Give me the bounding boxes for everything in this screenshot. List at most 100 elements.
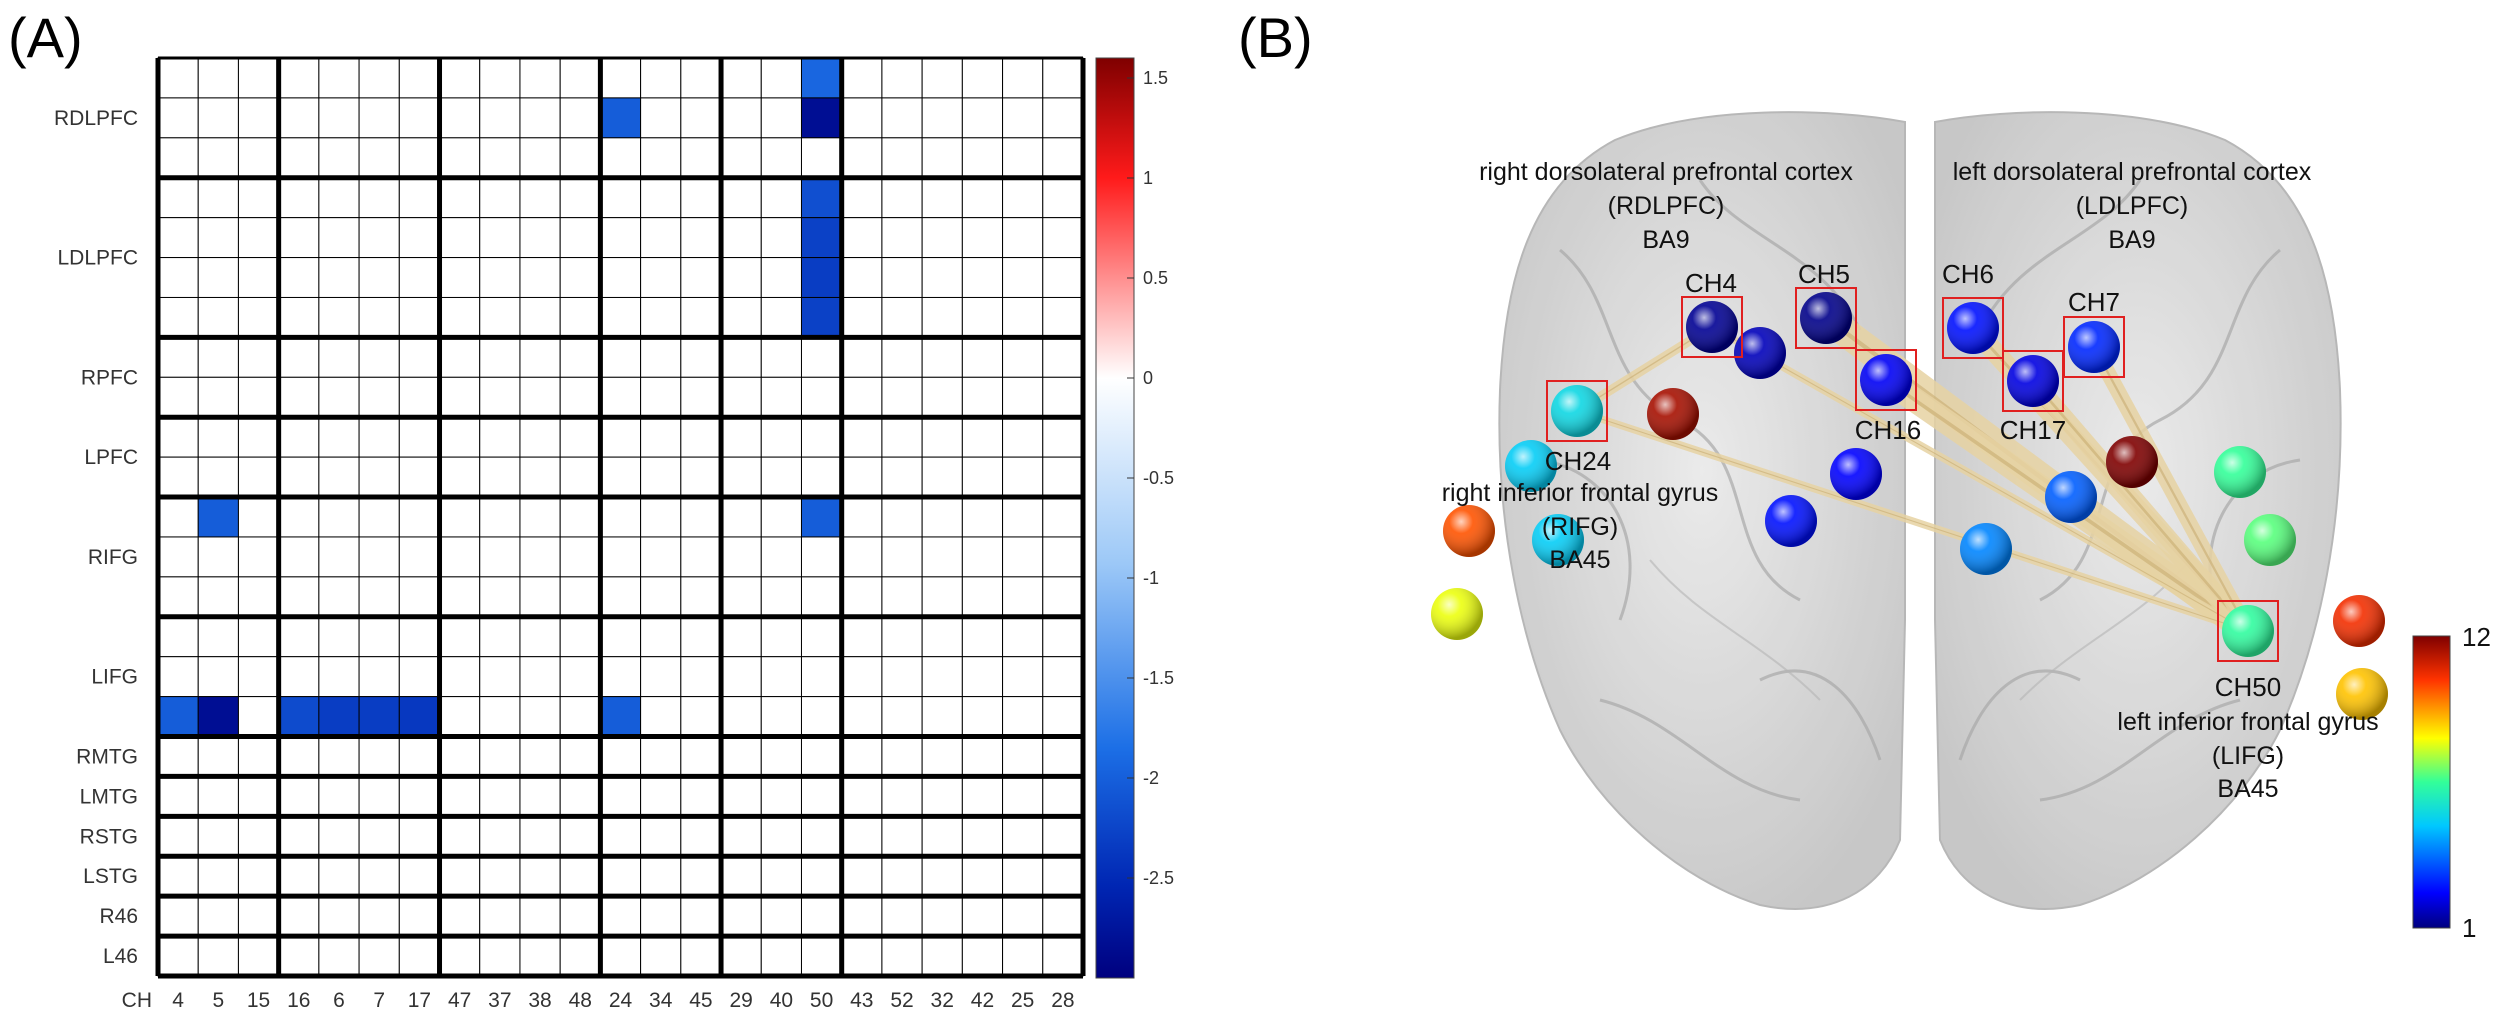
heatmap-cell bbox=[760, 456, 802, 498]
heatmap-cell bbox=[1042, 775, 1084, 817]
heatmap-cell bbox=[1002, 895, 1044, 937]
heatmap-cell bbox=[559, 696, 601, 738]
heatmap-cell bbox=[318, 496, 360, 538]
colorbar-b bbox=[2412, 635, 2451, 929]
heatmap-cell bbox=[519, 137, 561, 179]
edge-core bbox=[1711, 326, 2249, 632]
heatmap-cell bbox=[961, 97, 1004, 139]
row-group-label: LDLPFC bbox=[57, 247, 138, 270]
heatmap-cell bbox=[318, 456, 360, 498]
heatmap-cell bbox=[278, 775, 320, 817]
heatmap-cell bbox=[479, 97, 521, 139]
heatmap-cell bbox=[519, 736, 561, 777]
node-shading bbox=[1505, 440, 1557, 492]
heatmap-cell bbox=[237, 97, 280, 139]
heatmap-cell bbox=[1002, 177, 1044, 219]
heatmap-cell bbox=[197, 456, 239, 498]
heatmap-cell bbox=[237, 656, 280, 698]
svg-text:(LDLPFC): (LDLPFC) bbox=[2076, 192, 2189, 220]
heatmap-cell bbox=[358, 815, 400, 857]
heatmap-cell bbox=[680, 775, 722, 817]
heatmap-cell bbox=[800, 935, 843, 977]
heatmap-cell bbox=[680, 496, 722, 538]
heatmap-cell bbox=[1042, 177, 1084, 219]
heatmap-cell bbox=[1002, 736, 1044, 777]
heatmap-cell bbox=[398, 416, 441, 458]
heatmap-cell bbox=[519, 336, 561, 378]
heatmap-cell bbox=[479, 815, 521, 857]
heatmap-cell bbox=[559, 736, 601, 777]
heatmap-cell bbox=[640, 935, 682, 977]
heatmap-cell bbox=[398, 616, 441, 658]
heatmap-cell bbox=[1002, 137, 1044, 179]
row-group-label: RIFG bbox=[88, 546, 138, 569]
row-group-label: RDLPFC bbox=[54, 107, 138, 130]
heatmap-cell bbox=[921, 296, 963, 338]
heatmap-cell bbox=[439, 177, 481, 219]
heatmap-cell bbox=[318, 137, 360, 179]
heatmap-cell bbox=[1002, 616, 1044, 658]
heatmap-cell bbox=[439, 616, 481, 658]
heatmap-cell bbox=[237, 57, 280, 99]
heatmap-cell bbox=[157, 815, 199, 857]
heatmap-cell bbox=[640, 536, 682, 578]
heatmap-cell bbox=[599, 177, 642, 219]
heatmap-cell bbox=[841, 855, 883, 897]
heatmap-cell bbox=[720, 57, 762, 99]
heatmap-cell bbox=[237, 137, 280, 179]
heatmap-cell bbox=[881, 57, 923, 99]
heatmap-cell bbox=[720, 137, 762, 179]
colorbar-a bbox=[1095, 57, 1135, 979]
heatmap-cell bbox=[961, 576, 1004, 618]
heatmap-cell bbox=[921, 496, 963, 538]
heatmap-cell bbox=[800, 736, 843, 777]
heatmap-cell bbox=[1002, 257, 1044, 298]
column-label: 7 bbox=[373, 989, 385, 1012]
heatmap-cell bbox=[1042, 97, 1084, 139]
heatmap-cell bbox=[961, 656, 1004, 698]
heatmap-cell bbox=[680, 57, 722, 99]
heatmap-cell bbox=[881, 815, 923, 857]
node-shading bbox=[1551, 385, 1603, 437]
heatmap-cell bbox=[237, 496, 280, 538]
heatmap-cell bbox=[720, 177, 762, 219]
heatmap-cell bbox=[680, 536, 722, 578]
heatmap-cell bbox=[559, 217, 601, 259]
heatmap-cell bbox=[479, 496, 521, 538]
node-shading bbox=[2007, 355, 2059, 407]
heatmap-cell bbox=[680, 895, 722, 937]
heatmap-cell bbox=[1042, 736, 1084, 777]
heatmap-cell bbox=[881, 97, 923, 139]
heatmap-cell bbox=[921, 895, 963, 937]
heatmap-cell bbox=[720, 416, 762, 458]
box-ch50 bbox=[2217, 600, 2279, 662]
heatmap-cell bbox=[358, 376, 400, 418]
heatmap-cell bbox=[1042, 815, 1084, 857]
heatmap-cell bbox=[197, 536, 239, 578]
heatmap-cell bbox=[921, 536, 963, 578]
heatmap-cell bbox=[157, 775, 199, 817]
heatmap-cell bbox=[398, 217, 441, 259]
heatmap-cell bbox=[720, 336, 762, 378]
heatmap-cell bbox=[398, 696, 441, 738]
heatmap-cell bbox=[720, 895, 762, 937]
heatmap-cell bbox=[197, 296, 239, 338]
heatmap-cell bbox=[278, 935, 320, 977]
heatmap-cell bbox=[720, 217, 762, 259]
heatmap-cell bbox=[841, 736, 883, 777]
heatmap-cell bbox=[439, 576, 481, 618]
heatmap-cell bbox=[961, 416, 1004, 458]
heatmap-cell bbox=[1002, 217, 1044, 259]
heatmap-cell bbox=[278, 815, 320, 857]
heatmap-cell bbox=[197, 137, 239, 179]
svg-text:(LIFG): (LIFG) bbox=[2212, 742, 2284, 770]
channel-label-ch24: CH24 bbox=[1545, 446, 1611, 476]
heatmap-cell bbox=[841, 815, 883, 857]
heatmap-cell bbox=[358, 935, 400, 977]
heatmap-cell bbox=[278, 257, 320, 298]
colorbar-a-tick-label: -2 bbox=[1143, 768, 1159, 788]
node-shading bbox=[1765, 495, 1817, 547]
heatmap-cell bbox=[760, 536, 802, 578]
heatmap-cell bbox=[921, 97, 963, 139]
heatmap-cell bbox=[881, 576, 923, 618]
